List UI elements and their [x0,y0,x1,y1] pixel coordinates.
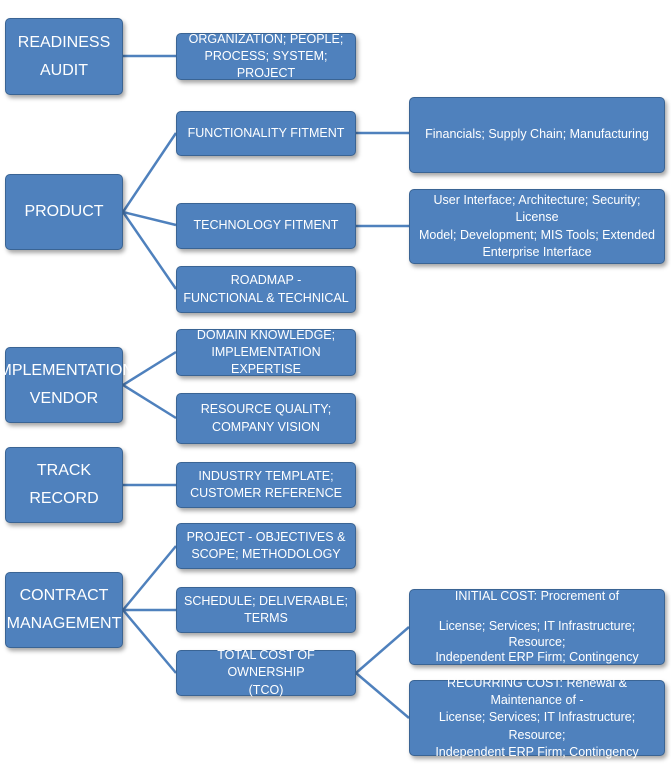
node-track-record: TRACK RECORD [5,447,123,523]
connector-vendor-domain [122,350,177,387]
connector-product-functionality [121,132,178,213]
connector-contract-tco [122,609,177,674]
node-functionality-fitment: FUNCTIONALITY FITMENT [176,111,356,156]
node-industry-template: INDUSTRY TEMPLATE; CUSTOMER REFERENCE [176,462,356,508]
node-ui-architecture: User Interface; Architecture; Security; … [409,189,665,264]
node-financials: Financials; Supply Chain; Manufacturing [409,97,665,173]
node-contract-management: CONTRACT MANAGEMENT [5,572,123,648]
connector-vendor-resource [122,383,177,420]
connector-tco-initial [355,626,410,674]
connector-contract-project [122,545,177,611]
node-domain-knowledge: DOMAIN KNOWLEDGE; IMPLEMENTATION EXPERTI… [176,328,356,376]
node-recurring-cost: RECURRING COST: Renewal & Maintenance of… [409,676,665,759]
node-resource-quality: RESOURCE QUALITY; COMPANY VISION [176,393,356,444]
node-implementation-vendor: IMPLEMENTATION VENDOR [0,347,134,423]
node-technology-fitment: TECHNOLOGY FITMENT [176,203,356,249]
node-initial-cost: INITIAL COST: Procrement of License; Ser… [409,589,665,665]
node-tco: TOTAL COST OF OWNERSHIP (TCO) [176,648,356,697]
connector-product-technology [122,210,177,227]
node-product: PRODUCT [5,174,123,250]
connector-product-roadmap [121,211,178,290]
connector-tco-recurring [355,672,410,719]
node-roadmap: ROADMAP - FUNCTIONAL & TECHNICAL [176,266,356,313]
node-readiness-audit: READINESS AUDIT [5,18,123,95]
node-org-people: ORGANIZATION; PEOPLE; PROCESS; SYSTEM; P… [176,32,356,80]
node-schedule: SCHEDULE; DELIVERABLE; TERMS [176,587,356,633]
node-project-objectives: PROJECT - OBJECTIVES & SCOPE; METHODOLOG… [176,523,356,569]
